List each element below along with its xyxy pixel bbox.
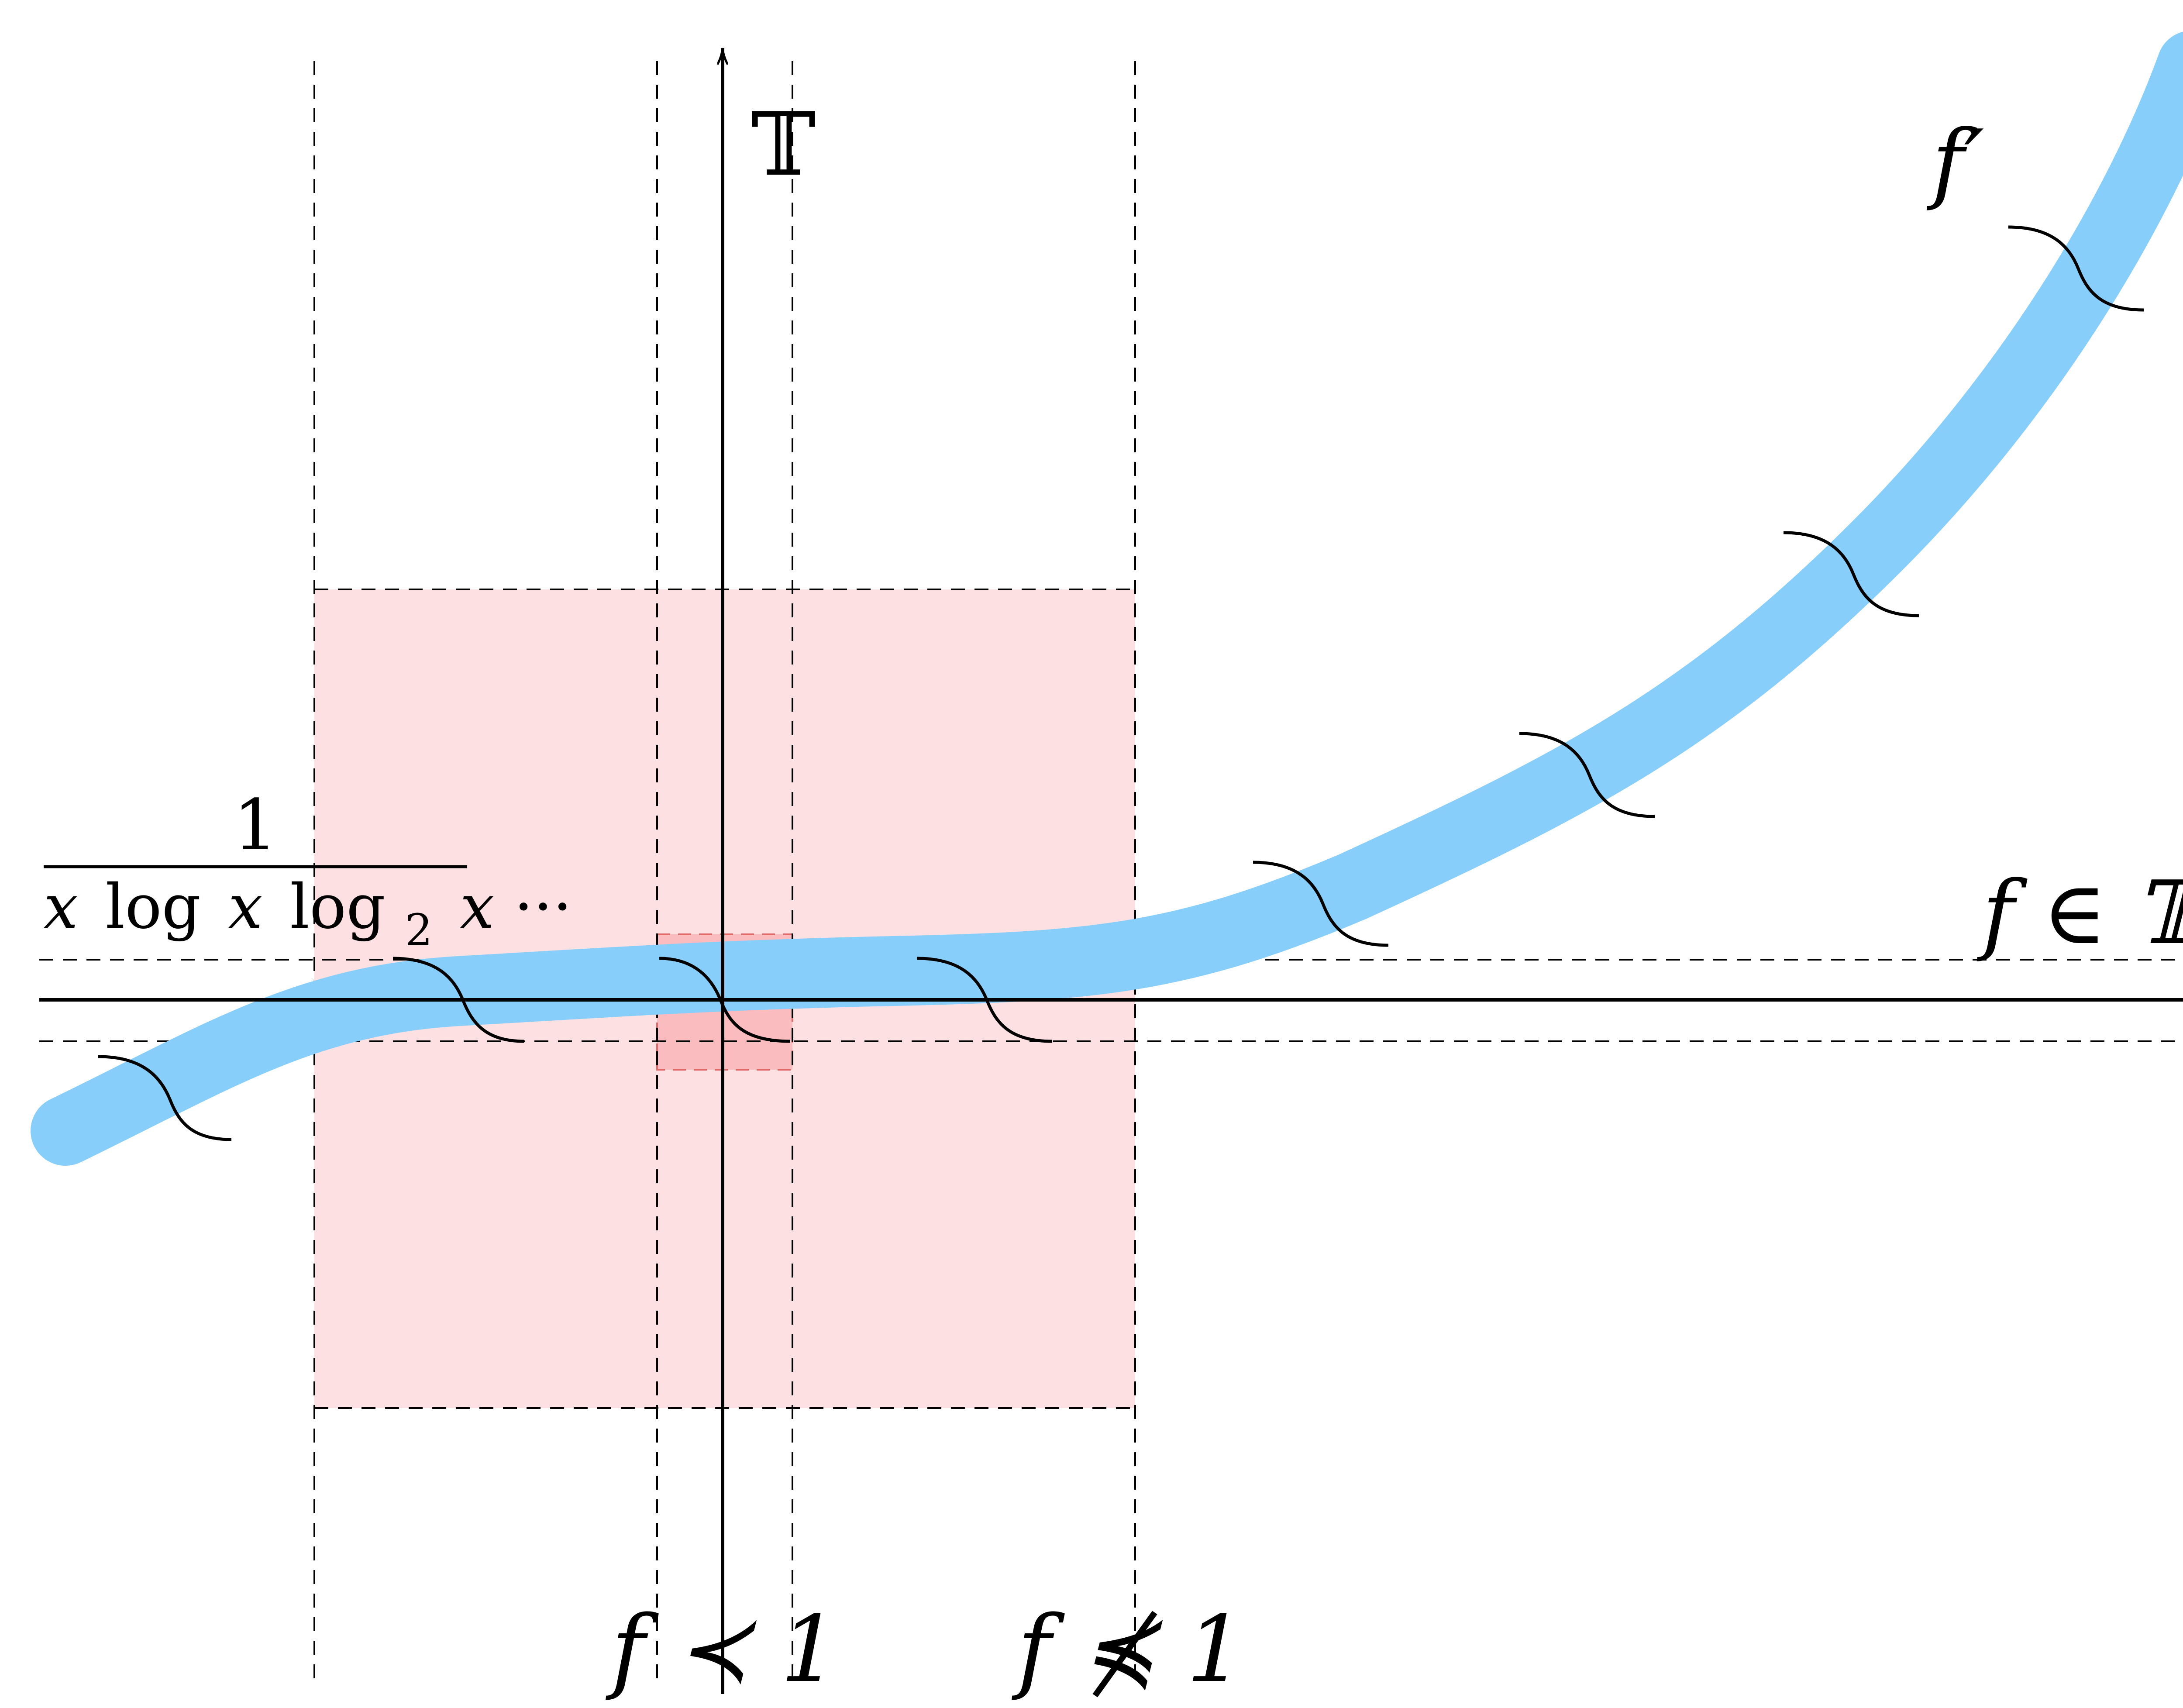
curve-f-prime: [31, 31, 2183, 1166]
wave-mark: [916, 957, 1053, 1043]
wave-mark: [1783, 531, 1919, 617]
denominator-x: x: [228, 871, 263, 943]
wave-mark: [1253, 861, 1389, 947]
denominator-x: x: [44, 871, 78, 943]
vertical-axis-label: 𝕋: [751, 94, 816, 196]
wave-mark: [1519, 732, 1655, 818]
denominator-subscript: 2: [405, 905, 433, 956]
fraction-denominator: x log x log 2 x ···: [44, 871, 572, 960]
denominator-log: log: [290, 871, 386, 943]
bottom-left-label: f ≺ 1: [606, 1596, 839, 1703]
denominator-x: x: [460, 871, 495, 943]
wave-mark: [393, 957, 524, 1043]
denominator-log: log: [105, 871, 201, 943]
curve-label: f′: [1926, 111, 1984, 213]
wave-mark: [659, 957, 791, 1043]
bottom-right-label: f ⋠ 1: [1012, 1596, 1245, 1703]
wave-mark: [98, 1055, 232, 1141]
fraction-numerator: 1: [233, 784, 278, 866]
wave-marks: [98, 225, 2144, 1141]
dashed-vertical-lines: [313, 61, 1136, 1685]
horizontal-line-label: f ∈ 𝕋: [1976, 862, 2183, 964]
denominator-ellipsis: ···: [514, 871, 572, 943]
wave-mark: [2008, 225, 2144, 312]
fraction-label: 1 x log x log 2 x ···: [44, 784, 572, 960]
